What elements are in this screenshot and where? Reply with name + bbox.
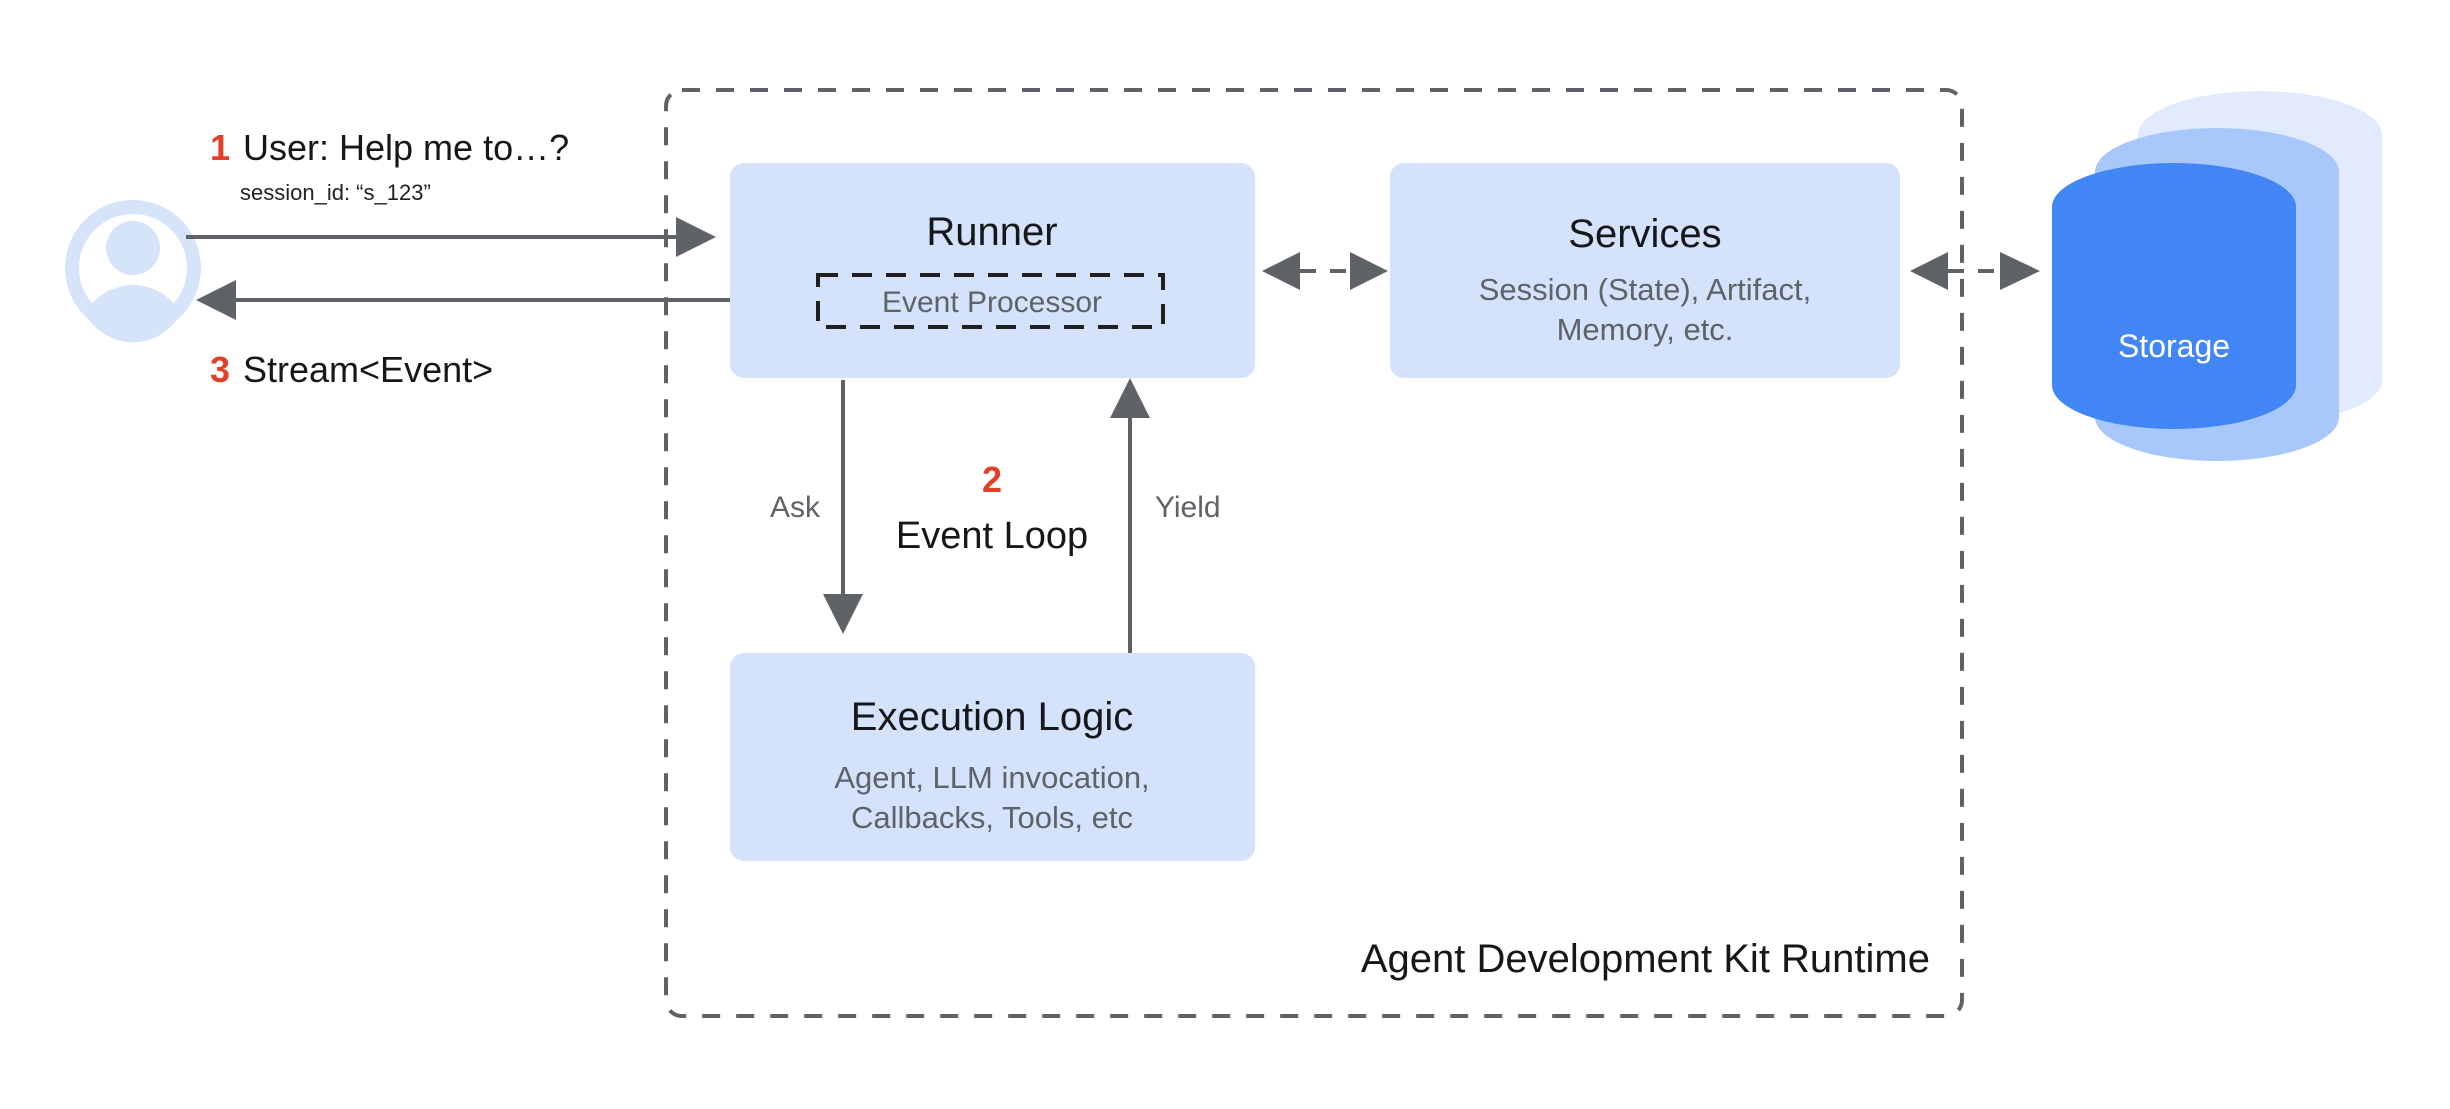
adk-runtime-container: Agent Development Kit Runtime — [664, 88, 1964, 1018]
storage-node[interactable]: Storage — [2052, 91, 2382, 461]
storage-cylinder-front — [2052, 163, 2296, 429]
arrow-runner-services — [1262, 252, 1388, 290]
services-node[interactable]: Services Session (State), Artifact, Memo… — [1390, 163, 1900, 378]
step-1-detail: session_id: “s_123” — [240, 180, 431, 205]
execution-subtitle-line2: Callbacks, Tools, etc — [851, 800, 1133, 835]
yield-label: Yield — [1155, 491, 1221, 524]
services-title: Services — [1568, 212, 1721, 256]
event-loop-label: 2 Event Loop — [896, 459, 1088, 557]
step-1-label: 1 User: Help me to…? session_id: “s_123” — [210, 127, 569, 205]
storage-label: Storage — [2118, 328, 2230, 364]
services-subtitle-line2: Memory, etc. — [1557, 312, 1734, 347]
execution-subtitle-line1: Agent, LLM invocation, — [834, 760, 1149, 795]
runner-title: Runner — [926, 210, 1057, 254]
step-3-label: 3 Stream<Event> — [210, 349, 493, 390]
execution-logic-node[interactable]: Execution Logic Agent, LLM invocation, C… — [730, 653, 1255, 861]
step-1-number: 1 — [210, 127, 230, 168]
ask-label: Ask — [770, 491, 821, 524]
services-subtitle-line1: Session (State), Artifact, — [1479, 272, 1812, 307]
execution-title: Execution Logic — [851, 695, 1133, 739]
step-3-text: Stream<Event> — [243, 349, 493, 390]
event-processor-label: Event Processor — [882, 286, 1102, 319]
event-processor-node[interactable]: Event Processor — [816, 273, 1165, 329]
step-3-number: 3 — [210, 349, 230, 390]
step-2-number: 2 — [982, 459, 1002, 500]
arrow-services-storage — [1910, 252, 2040, 290]
arrow-ask: Ask — [770, 380, 863, 634]
step-1-text: User: Help me to…? — [243, 127, 569, 168]
runner-node[interactable]: Runner Event Processor — [730, 163, 1255, 378]
step-2-text: Event Loop — [896, 515, 1088, 557]
user-avatar-icon — [65, 200, 201, 343]
arrow-yield: Yield — [1110, 378, 1221, 653]
runtime-title: Agent Development Kit Runtime — [1361, 937, 1930, 981]
